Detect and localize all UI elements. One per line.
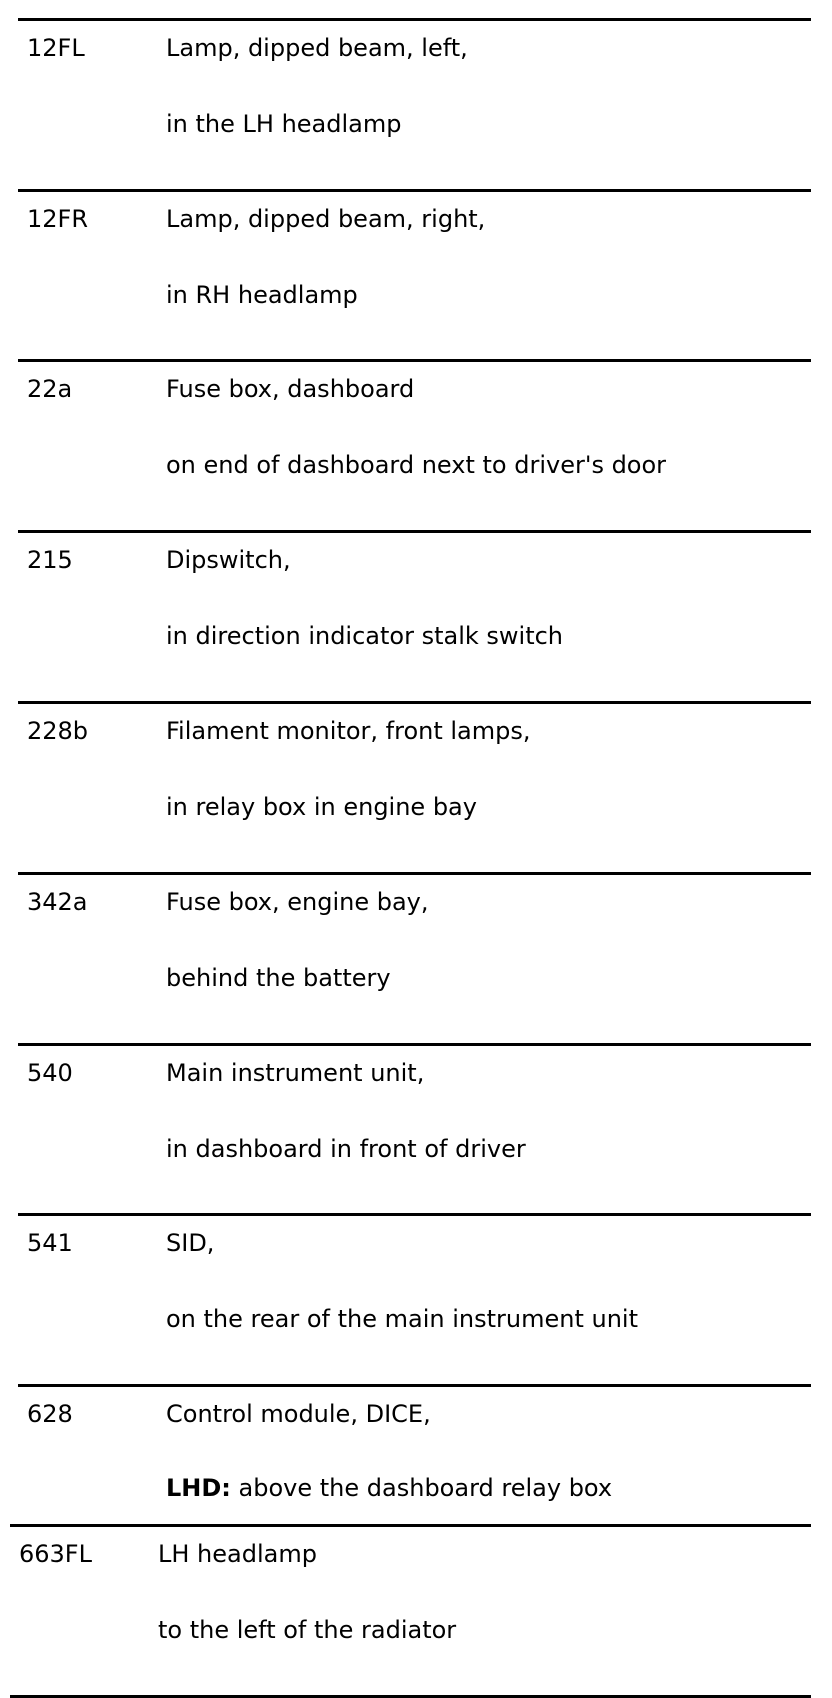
component-location: LHD: above the dashboard relay box [166,1474,612,1502]
component-code: 215 [27,546,73,574]
row-divider [18,18,811,21]
component-name: LH headlamp [158,1540,317,1568]
row-divider [18,359,811,362]
component-location: in the LH headlamp [166,110,402,138]
component-name: Fuse box, dashboard [166,375,415,403]
row-divider [18,701,811,704]
component-name: Filament monitor, front lamps, [166,717,531,745]
component-location: to the left of the radiator [158,1616,457,1644]
component-location: in dashboard in front of driver [166,1135,526,1163]
component-location: in RH headlamp [166,281,358,309]
row-divider [18,872,811,875]
component-code: 12FR [27,205,89,233]
component-location: in relay box in engine bay [166,793,477,821]
component-location: on end of dashboard next to driver's doo… [166,451,667,479]
component-code: 22a [27,375,73,403]
component-code: 12FL [27,34,85,62]
row-divider [18,189,811,192]
component-name: Dipswitch, [166,546,291,574]
row-divider [18,1384,811,1387]
row-divider [10,1524,811,1527]
component-name: Lamp, dipped beam, left, [166,34,468,62]
lhd-label: LHD: [166,1474,231,1502]
component-code: 663FL [19,1540,92,1568]
component-location: on the rear of the main instrument unit [166,1305,638,1333]
component-name: Lamp, dipped beam, right, [166,205,486,233]
component-name: Main instrument unit, [166,1059,425,1087]
component-code: 628 [27,1400,73,1428]
component-code: 228b [27,717,89,745]
component-code: 540 [27,1059,73,1087]
component-name: Control module, DICE, [166,1400,431,1428]
component-location: in direction indicator stalk switch [166,622,564,650]
component-location: behind the battery [166,964,391,992]
row-divider [18,1213,811,1216]
row-divider [18,530,811,533]
component-location-text: above the dashboard relay box [238,1474,613,1502]
row-divider [18,1043,811,1046]
component-code: 541 [27,1229,73,1257]
component-code: 342a [27,888,88,916]
component-name: SID, [166,1229,215,1257]
component-name: Fuse box, engine bay, [166,888,429,916]
